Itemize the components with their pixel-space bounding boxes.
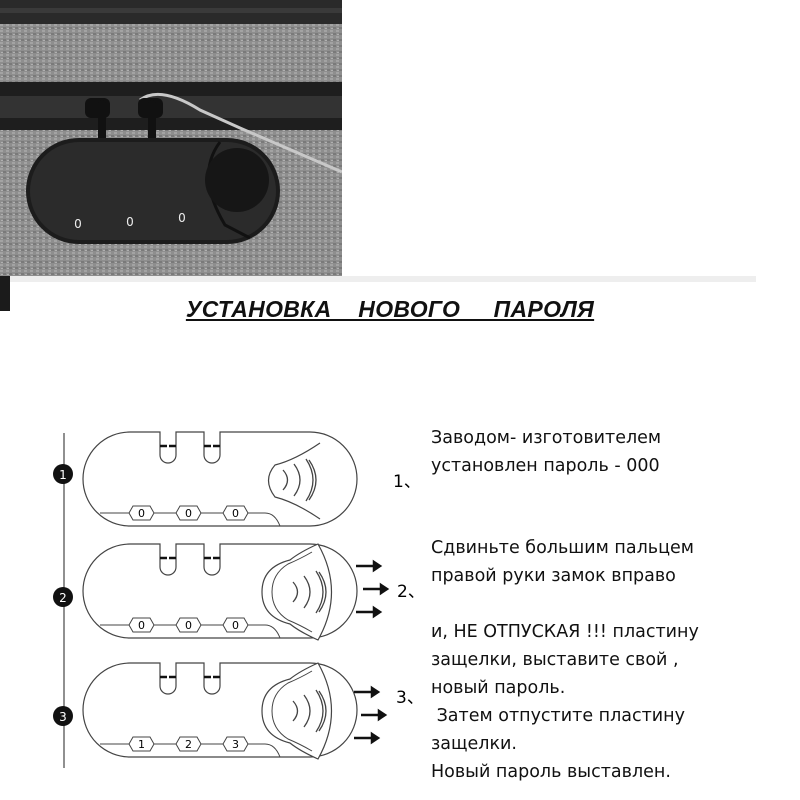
page-title: УСТАНОВКА НОВОГО ПАРОЛЯ xyxy=(185,296,595,322)
dial: 2 xyxy=(185,738,192,751)
instruction-line: Новый пароль выставлен. xyxy=(431,762,671,782)
photo-edge xyxy=(0,276,10,311)
dial: 0 xyxy=(185,619,192,632)
instruction-line: защелки, выставите свой , xyxy=(431,650,679,670)
dial: 1 xyxy=(138,738,145,751)
instruction-line: Заводом- изготовителем xyxy=(431,428,662,448)
step-badge-2-number: 2 xyxy=(59,591,67,605)
dial: 0 xyxy=(138,619,145,632)
instruction-line: правой руки замок вправо xyxy=(431,566,676,586)
step-badge-1-number: 1 xyxy=(59,468,67,482)
step-badge-2 xyxy=(53,587,73,607)
instruction-line: защелки. xyxy=(431,734,517,754)
dial: 3 xyxy=(232,738,239,751)
step-3-lock: 1 2 3 xyxy=(81,661,359,760)
step-1-lock: 0 0 0 xyxy=(81,430,359,528)
dial: 0 xyxy=(138,507,145,520)
photo-dial: 0 xyxy=(74,217,82,231)
instruction-step-2: Сдвиньте большим пальцем правой руки замо… xyxy=(431,534,694,590)
instruction-step-3: и, НЕ ОТПУСКАЯ !!! пластину защелки, выст… xyxy=(431,618,699,786)
step-badge-3 xyxy=(53,706,73,726)
instruction-line: новый пароль. xyxy=(431,678,566,698)
dial: 0 xyxy=(232,507,239,520)
photo-dial: 0 xyxy=(178,211,186,225)
step-label-1: 1、 xyxy=(393,472,421,492)
instruction-line: Затем отпустите пластину xyxy=(431,706,685,726)
instruction-line: установлен пароль - 000 xyxy=(431,456,660,476)
dial: 0 xyxy=(185,507,192,520)
arrow-right-icon xyxy=(354,560,389,618)
lock-photo: 0 0 0 xyxy=(0,0,342,276)
step-badge-3-number: 3 xyxy=(59,710,67,724)
photo-dial: 0 xyxy=(126,215,134,229)
instruction-line: и, НЕ ОТПУСКАЯ !!! пластину xyxy=(431,622,699,642)
steps-diagram: 0 0 0 1 1、 0 0 0 2 2、 1 2 3 3 3、 xyxy=(53,430,425,768)
divider xyxy=(10,276,756,282)
instruction-step-1: Заводом- изготовителем установлен пароль … xyxy=(431,424,661,480)
arrow-right-icon xyxy=(352,686,387,744)
dial: 0 xyxy=(232,619,239,632)
step-label-3: 3、 xyxy=(396,688,424,708)
instruction-line: Сдвиньте большим пальцем xyxy=(431,538,694,558)
step-label-2: 2、 xyxy=(397,582,425,602)
step-badge-1 xyxy=(53,464,73,484)
step-2-lock: 0 0 0 xyxy=(81,542,359,641)
